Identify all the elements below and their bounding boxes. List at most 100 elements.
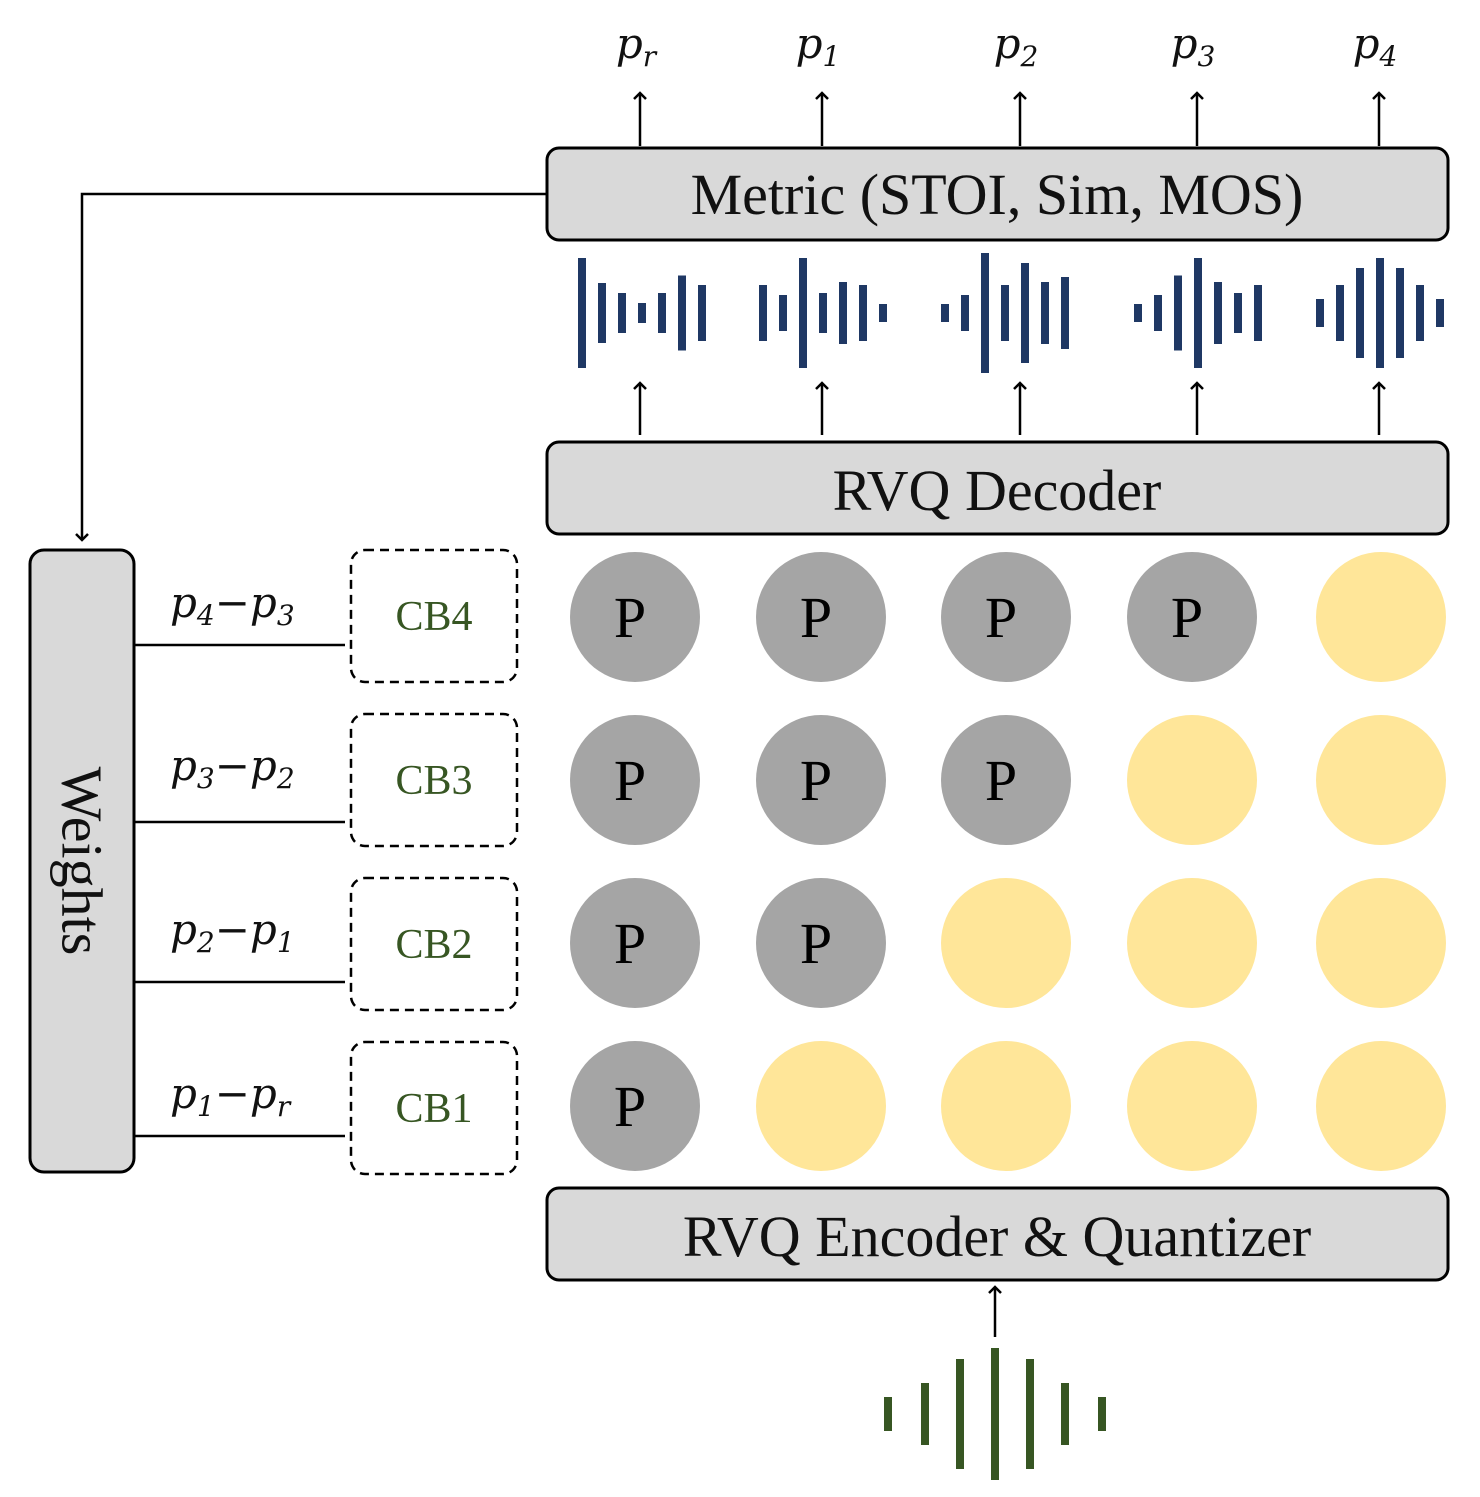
waveform-bar bbox=[799, 258, 807, 368]
waveform-bar bbox=[921, 1383, 929, 1445]
token-label: P bbox=[614, 748, 646, 813]
prompt-token: P bbox=[570, 1041, 700, 1171]
waveform-bar bbox=[598, 283, 606, 343]
codebook-label: CB2 bbox=[395, 922, 472, 968]
waveform-bar bbox=[839, 282, 847, 344]
output-label-0: pr bbox=[616, 19, 658, 73]
codebook-label: CB4 bbox=[395, 594, 472, 640]
codebook-cb1: CB1 bbox=[349, 1040, 519, 1176]
waveform-bar bbox=[991, 1348, 999, 1480]
decoded-waveform-icon bbox=[1134, 258, 1262, 368]
difference-label-0: p4−p3 bbox=[170, 578, 295, 632]
waveform-bar bbox=[884, 1397, 892, 1431]
decoded-waveforms bbox=[578, 253, 1444, 373]
prompt-token: P bbox=[756, 878, 886, 1008]
waveform-bar bbox=[1316, 299, 1324, 327]
empty-token bbox=[1316, 552, 1446, 682]
waveform-bar bbox=[961, 295, 969, 331]
prompt-token: P bbox=[941, 552, 1071, 682]
waveform-bar bbox=[1254, 285, 1262, 341]
waveform-bar bbox=[981, 253, 989, 373]
waveform-bar bbox=[1416, 285, 1424, 341]
token-label: P bbox=[1171, 585, 1203, 650]
waveform-bar bbox=[1098, 1397, 1106, 1431]
prompt-token: P bbox=[941, 715, 1071, 845]
output-label-4: p4 bbox=[1353, 19, 1398, 73]
output-label-2: p2 bbox=[994, 19, 1039, 73]
decoded-waveform-icon bbox=[941, 253, 1069, 373]
output-arrows bbox=[633, 91, 1386, 146]
waveform-bar bbox=[1021, 263, 1029, 363]
waveform-bar bbox=[1061, 1383, 1069, 1445]
input-waveform-icon bbox=[884, 1348, 1106, 1480]
waveform-bar bbox=[578, 258, 586, 368]
waveform-bar bbox=[658, 293, 666, 333]
prompt-token: P bbox=[756, 552, 886, 682]
codebook-label: CB3 bbox=[395, 758, 472, 804]
codebook-cb2: CB2 bbox=[349, 876, 519, 1012]
empty-token bbox=[756, 1041, 886, 1171]
waveform-bar bbox=[1194, 258, 1202, 368]
codebook-cb4: CB4 bbox=[349, 548, 519, 684]
waveform-bar bbox=[678, 275, 686, 351]
token-label: P bbox=[985, 585, 1017, 650]
empty-token bbox=[1127, 878, 1257, 1008]
prompt-token: P bbox=[756, 715, 886, 845]
decoder-box-label: RVQ Decoder bbox=[833, 458, 1162, 523]
difference-label-3: p1−pr bbox=[170, 1069, 292, 1123]
weights-box: Weights bbox=[28, 548, 136, 1174]
token-label: P bbox=[800, 585, 832, 650]
waveform-bar bbox=[859, 285, 867, 341]
empty-token bbox=[1127, 715, 1257, 845]
prompt-token: P bbox=[570, 715, 700, 845]
waveform-bar bbox=[1134, 304, 1142, 322]
prompt-token: P bbox=[1127, 552, 1257, 682]
encoder-box: RVQ Encoder & Quantizer bbox=[545, 1186, 1450, 1282]
empty-token bbox=[941, 878, 1071, 1008]
decoded-waveform-icon bbox=[759, 258, 887, 368]
decoder-arrows bbox=[633, 381, 1386, 435]
prompt-token: P bbox=[570, 552, 700, 682]
difference-label-1: p3−p2 bbox=[170, 741, 295, 795]
waveform-bar bbox=[1436, 299, 1444, 327]
waveform-bar bbox=[1174, 275, 1182, 351]
waveform-bar bbox=[1356, 268, 1364, 358]
waveform-bar bbox=[941, 304, 949, 322]
output-label-3: p3 bbox=[1171, 19, 1216, 73]
waveform-bar bbox=[1026, 1359, 1034, 1469]
decoded-waveform-icon bbox=[1316, 258, 1444, 368]
token-label: P bbox=[800, 911, 832, 976]
waveform-bar bbox=[1001, 285, 1009, 341]
metric-box-label: Metric (STOI, Sim, MOS) bbox=[691, 162, 1304, 227]
token-label: P bbox=[614, 585, 646, 650]
waveform-bar bbox=[779, 295, 787, 331]
waveform-bar bbox=[1041, 282, 1049, 344]
waveform-bar bbox=[956, 1359, 964, 1469]
waveform-bar bbox=[698, 285, 706, 341]
waveform-bar bbox=[1234, 293, 1242, 333]
waveform-bar bbox=[1214, 282, 1222, 344]
waveform-bar bbox=[1061, 277, 1069, 349]
waveform-bar bbox=[819, 293, 827, 333]
weights-box-label: Weights bbox=[50, 767, 115, 956]
difference-label-2: p2−p1 bbox=[170, 905, 295, 959]
decoder-box: RVQ Decoder bbox=[545, 440, 1450, 536]
waveform-bar bbox=[1376, 258, 1384, 368]
token-label: P bbox=[800, 748, 832, 813]
codebook-label: CB1 bbox=[395, 1086, 472, 1132]
metric-box: Metric (STOI, Sim, MOS) bbox=[545, 146, 1450, 242]
decoded-waveform-icon bbox=[578, 258, 706, 368]
token-label: P bbox=[614, 911, 646, 976]
waveform-bar bbox=[1336, 285, 1344, 341]
empty-token bbox=[941, 1041, 1071, 1171]
waveform-bar bbox=[638, 303, 646, 323]
prompt-token: P bbox=[570, 878, 700, 1008]
codebook-cb3: CB3 bbox=[349, 712, 519, 848]
waveform-bar bbox=[759, 285, 767, 341]
difference-rows: p4−p3 p3−p2 p2−p1 p1−pr bbox=[134, 578, 345, 1138]
empty-token bbox=[1316, 878, 1446, 1008]
waveform-bar bbox=[1396, 268, 1404, 358]
